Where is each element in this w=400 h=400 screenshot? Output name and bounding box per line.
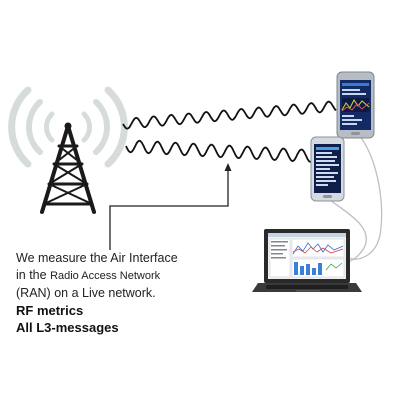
caption-line-2: in the Radio Access Network <box>16 267 256 285</box>
signal-arc-mid-right <box>93 99 110 155</box>
caption-line-1: We measure the Air Interface <box>16 251 178 265</box>
smartphone-icon <box>336 71 375 139</box>
signal-arc-inner-right <box>81 111 92 143</box>
signal-arc-inner-left <box>44 111 55 143</box>
caption-block: We measure the Air Interface in the Radi… <box>16 250 256 336</box>
caption-line-2-rest: Radio Access Network <box>50 270 161 282</box>
cell-tower-icon <box>40 122 96 214</box>
caption-line-2-prefix: in the <box>16 268 51 282</box>
laptop-icon <box>252 229 362 292</box>
usb-cables <box>329 131 383 263</box>
caption-rf-metrics: RF metrics <box>16 303 84 318</box>
pointer-arrow <box>109 163 232 250</box>
smartphone-icon <box>310 136 345 202</box>
signal-arc-mid-left <box>26 99 43 155</box>
radio-wave-upper <box>122 100 337 130</box>
caption-line-3: (RAN) on a Live network. <box>16 286 156 300</box>
signal-arc-outer-right <box>104 86 128 168</box>
radio-wave-lower <box>125 139 311 163</box>
caption-l3-messages: All L3-messages <box>16 320 119 335</box>
signal-arc-outer-left <box>8 86 32 168</box>
